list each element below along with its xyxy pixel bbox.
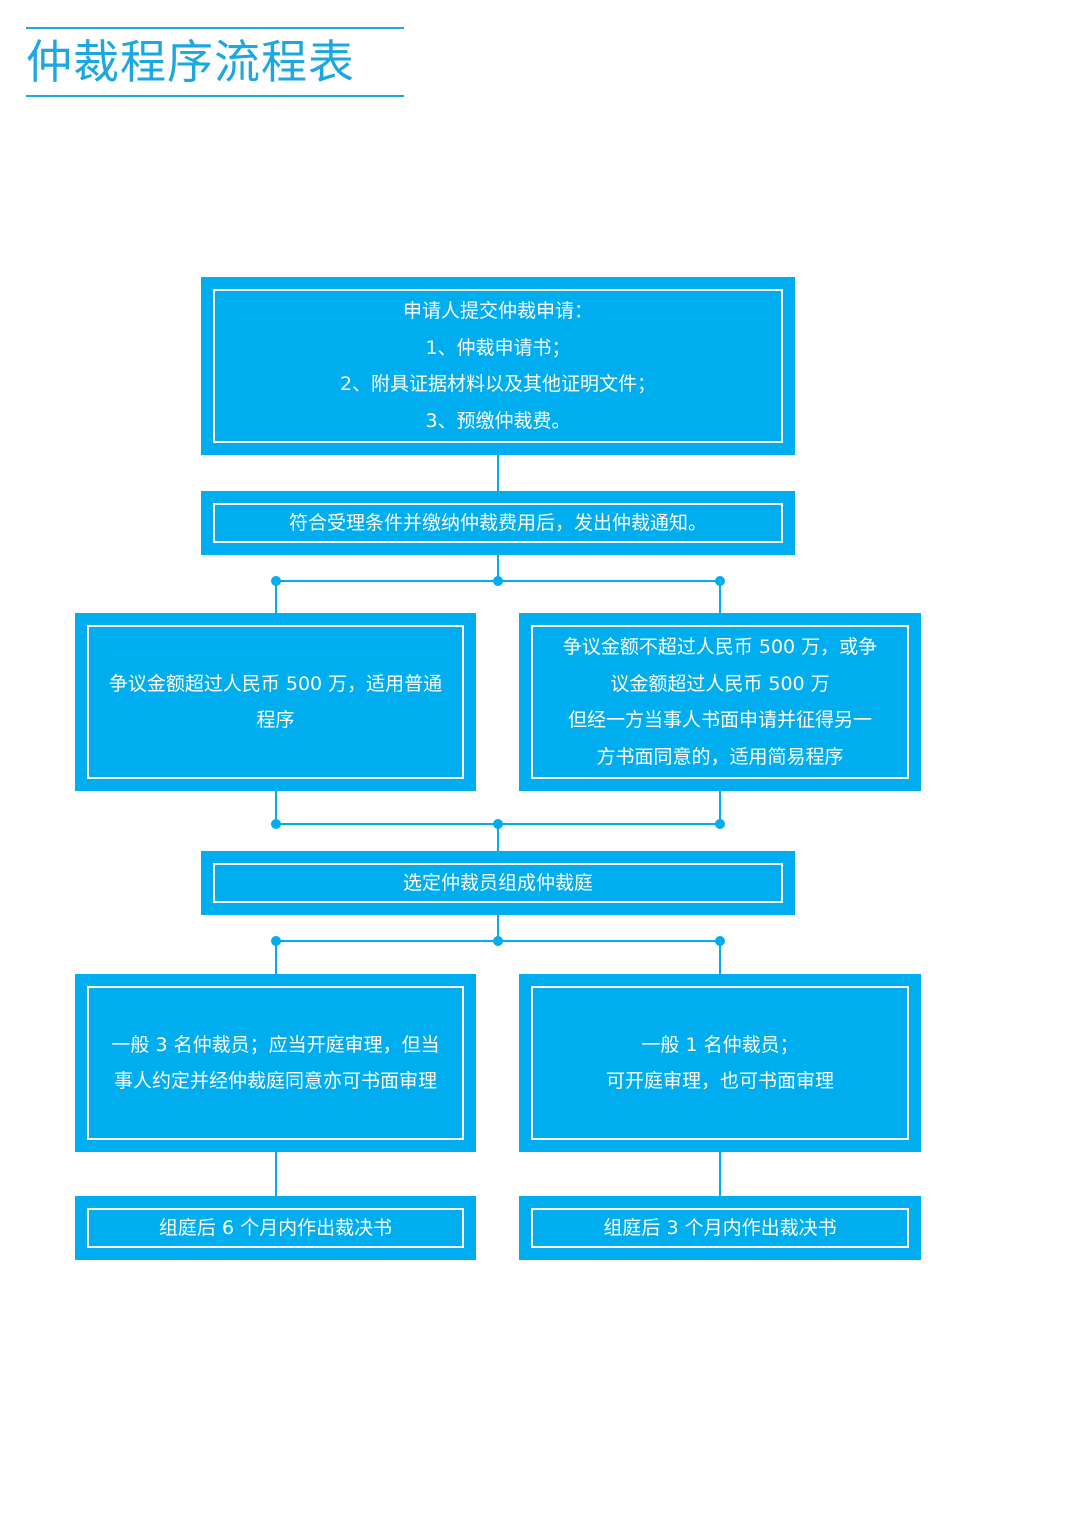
node-simple-tribunal: 一般 1 名仲裁员； 可开庭审理，也可书面审理 xyxy=(519,974,921,1152)
junction-dot xyxy=(715,576,725,586)
node-apply: 申请人提交仲裁申请： 1、仲裁申请书； 2、附具证据材料以及其他证明文件； 3、… xyxy=(201,277,795,455)
title-rule-bottom xyxy=(26,95,404,97)
node-apply-line: 2、附具证据材料以及其他证明文件； xyxy=(339,373,657,395)
junction-dot xyxy=(271,576,281,586)
node-apply-line: 申请人提交仲裁申请： xyxy=(402,300,593,322)
junction-dot xyxy=(493,576,503,586)
junction-dot xyxy=(271,936,281,946)
node-apply-line: 3、预缴仲裁费。 xyxy=(425,409,571,432)
node-normal-tribunal: 一般 3 名仲裁员；应当开庭审理，但当事人约定并经仲裁庭同意亦可书面审理 xyxy=(75,974,476,1152)
node-normal-award-text: 组庭后 6 个月内作出裁决书 xyxy=(158,1216,393,1239)
node-simple-award-text: 组庭后 3 个月内作出裁决书 xyxy=(603,1216,837,1239)
junction-dot xyxy=(271,819,281,829)
node-simple-tribunal-line: 一般 1 名仲裁员； xyxy=(641,1033,799,1056)
node-normal-award: 组庭后 6 个月内作出裁决书 xyxy=(75,1196,476,1260)
node-simple-procedure: 争议金额不超过人民币 500 万，或争 议金额超过人民币 500 万 但经一方当… xyxy=(519,613,921,791)
junction-dot xyxy=(493,819,503,829)
title-rule-top xyxy=(26,27,404,29)
junction-dot xyxy=(493,936,503,946)
node-simple-tribunal-line: 可开庭审理，也可书面审理 xyxy=(605,1070,834,1092)
node-normal-procedure: 争议金额超过人民币 500 万，适用普通程序 xyxy=(75,613,476,791)
node-notice-text: 符合受理条件并缴纳仲裁费用后，发出仲裁通知。 xyxy=(288,511,707,534)
node-simple-award: 组庭后 3 个月内作出裁决书 xyxy=(519,1196,921,1260)
node-simple-procedure-line: 争议金额不超过人民币 500 万，或争 xyxy=(562,636,878,658)
junction-dot xyxy=(715,936,725,946)
node-normal-tribunal-text: 一般 3 名仲裁员；应当开庭审理，但当事人约定并经仲裁庭同意亦可书面审理 xyxy=(111,1033,440,1093)
node-simple-procedure-line: 议金额超过人民币 500 万 xyxy=(610,672,830,695)
node-select-arbitrators-text: 选定仲裁员组成仲裁庭 xyxy=(402,871,593,894)
node-simple-procedure-line: 方书面同意的，适用简易程序 xyxy=(596,745,844,768)
page-title: 仲裁程序流程表 xyxy=(26,35,355,89)
junction-dot xyxy=(715,819,725,829)
node-notice: 符合受理条件并缴纳仲裁费用后，发出仲裁通知。 xyxy=(201,491,795,555)
node-apply-line: 1、仲裁申请书； xyxy=(425,336,571,359)
node-select-arbitrators: 选定仲裁员组成仲裁庭 xyxy=(201,851,795,915)
node-simple-procedure-line: 但经一方当事人书面申请并征得另一 xyxy=(567,709,872,731)
node-normal-procedure-text: 争议金额超过人民币 500 万，适用普通程序 xyxy=(108,672,443,732)
